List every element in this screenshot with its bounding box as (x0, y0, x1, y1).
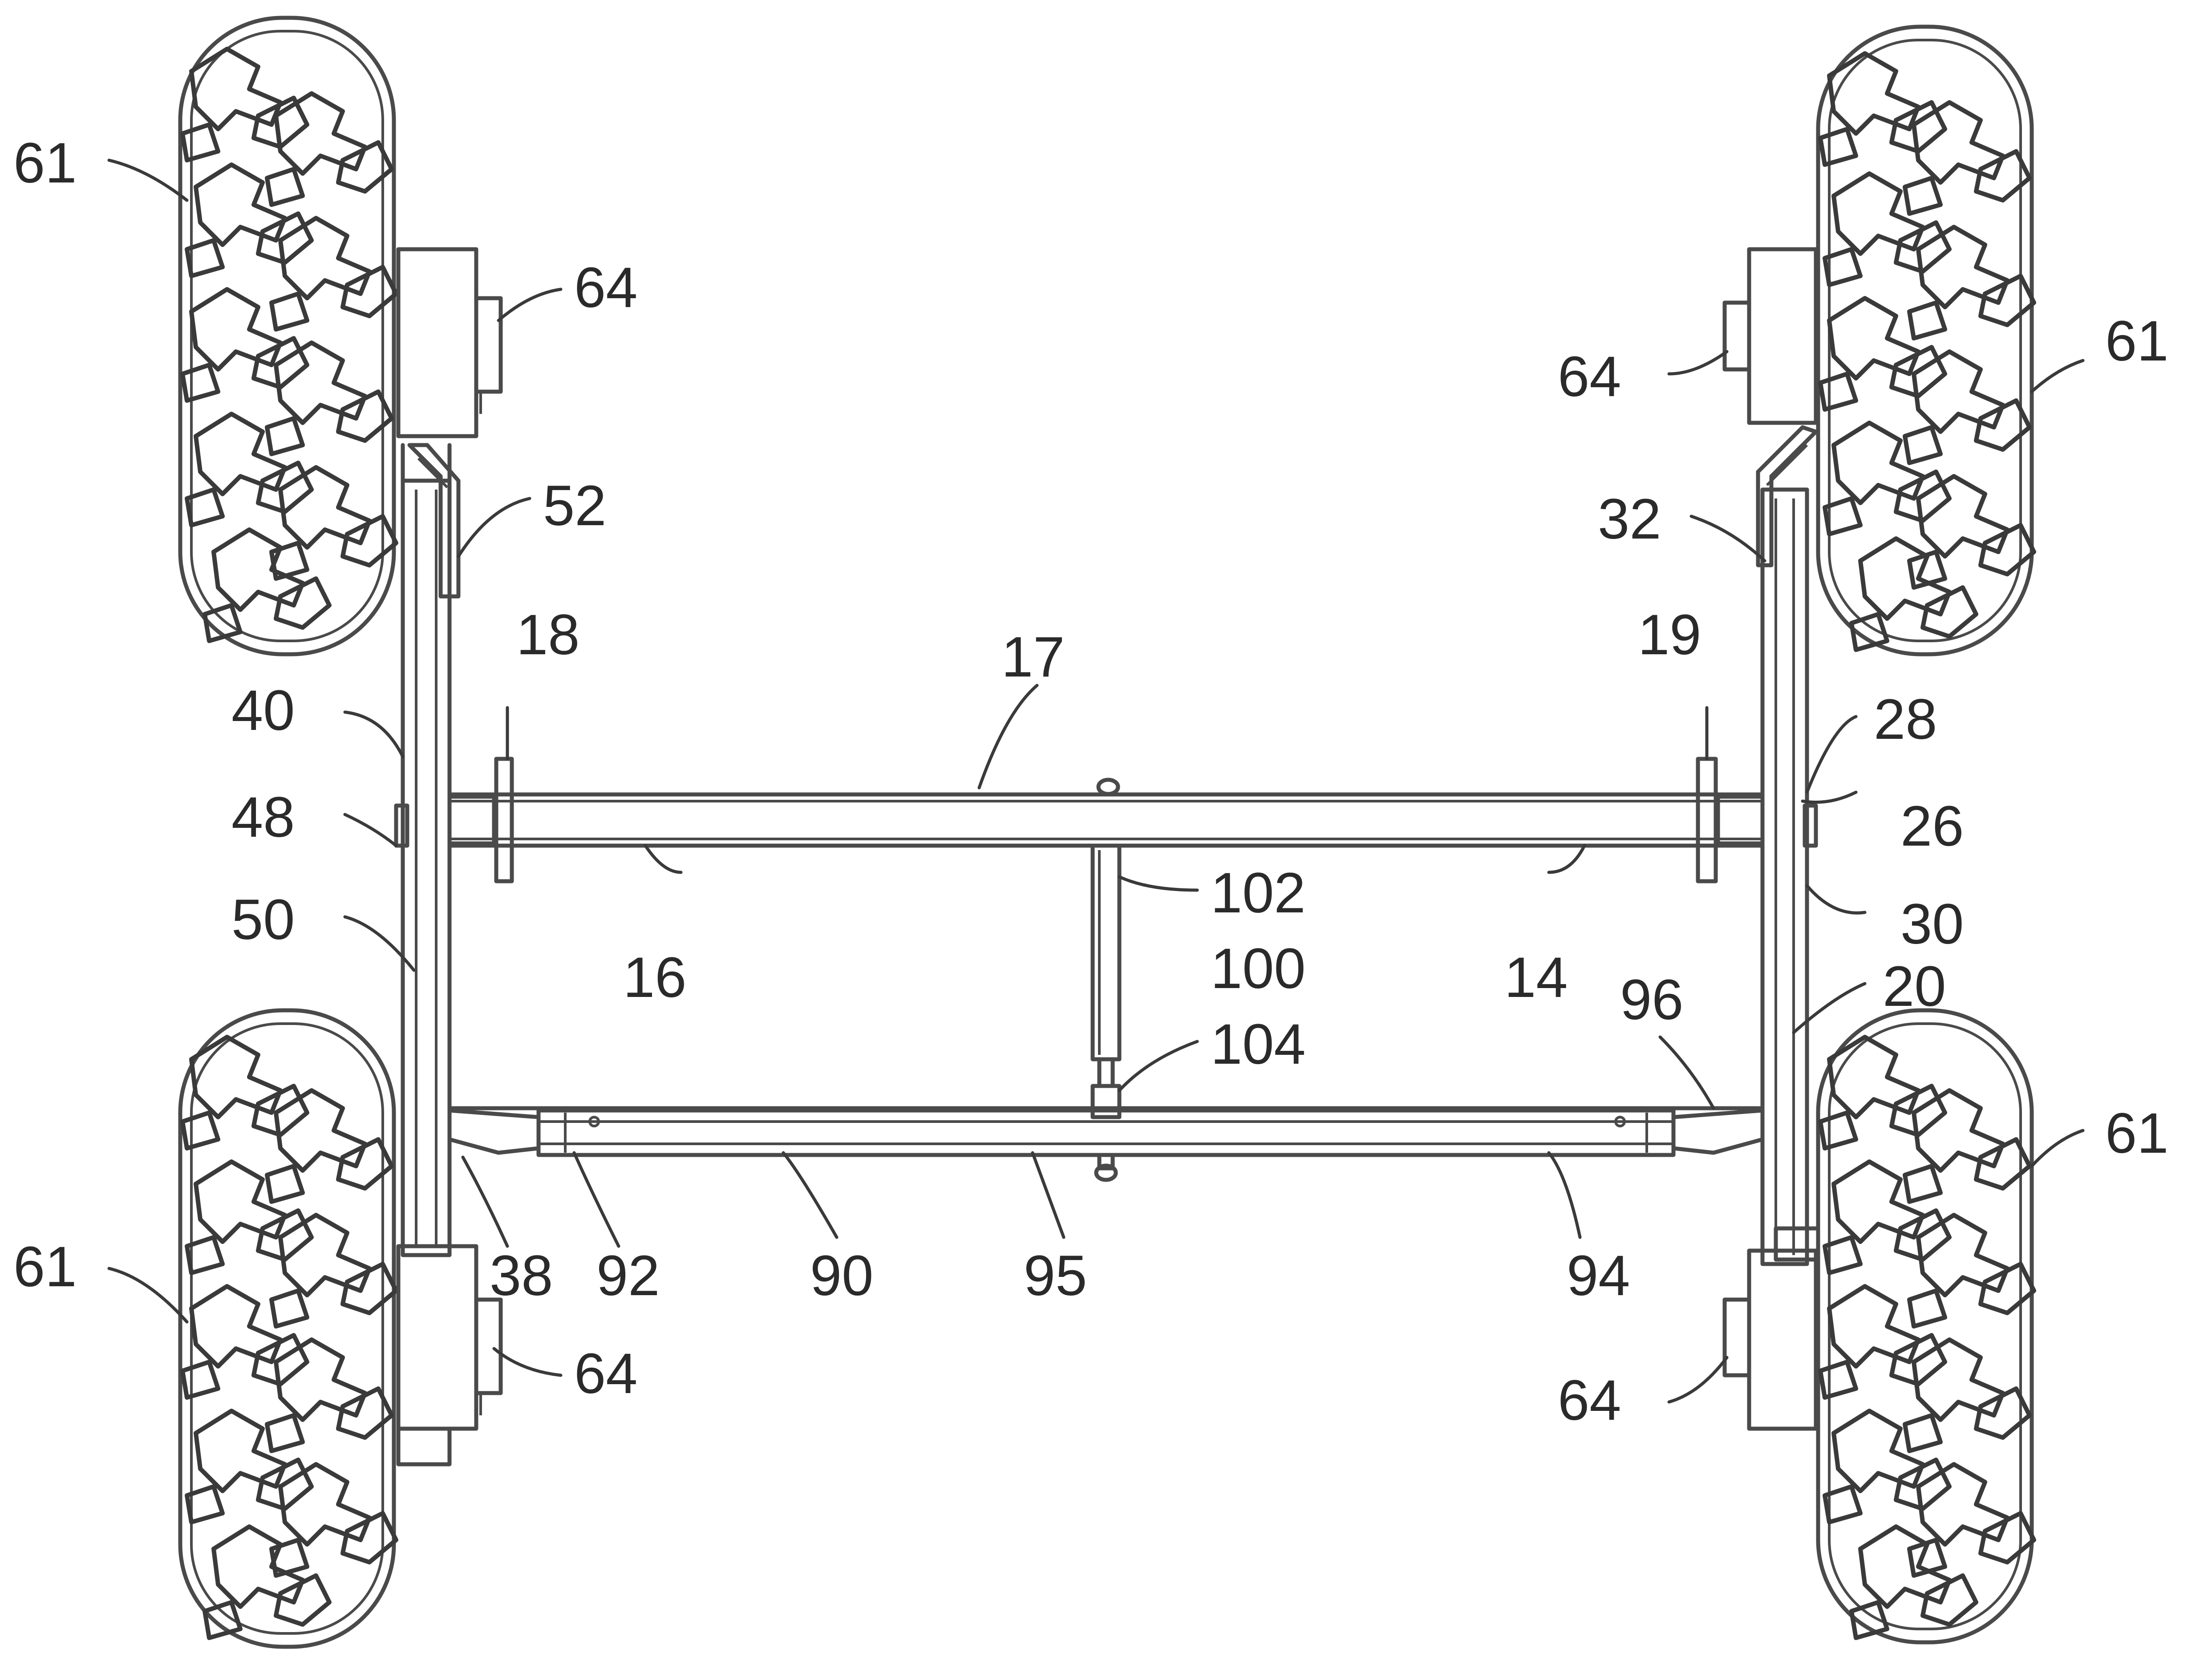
callout-tire-front-left: 61 (13, 131, 77, 195)
right-bracket (1756, 425, 1818, 567)
callout-tire-rear-right: 61 (2105, 1102, 2168, 1165)
callout-actuator-top: 102 (1211, 861, 1306, 925)
callout-right-rail-mid: 30 (1900, 892, 1964, 956)
callout-tie-bar-right: 94 (1567, 1244, 1630, 1308)
tread-pattern (1820, 1037, 2034, 1638)
callout-link-left: 38 (490, 1244, 553, 1308)
link-left (447, 1108, 541, 1155)
mount-plate-left (494, 757, 514, 883)
callout-main-axle-right: 14 (1504, 946, 1568, 1009)
hub-motor-rear-left (396, 1244, 503, 1467)
callout-left-pivot: 48 (231, 786, 295, 849)
callout-motor-rear-left: 64 (574, 1342, 637, 1406)
callout-main-axle-left: 16 (623, 946, 686, 1009)
left-bracket (407, 443, 461, 599)
callout-labels: 61 61 61 61 64 64 64 64 52 32 18 19 17 1… (13, 131, 2168, 1432)
main-axle (447, 778, 1765, 848)
callout-left-rail-lower: 50 (231, 888, 295, 952)
hub-motor-front-right (1722, 247, 1818, 425)
linear-actuator (1090, 843, 1122, 1119)
callout-bracket-right: 32 (1598, 487, 1661, 551)
callout-left-rail: 40 (231, 679, 295, 742)
callout-tie-bar-center: 95 (1024, 1244, 1087, 1308)
callout-tire-rear-left: 61 (13, 1235, 77, 1299)
mount-plate-right (1696, 757, 1718, 883)
left-side-rail (394, 443, 452, 1257)
callout-actuator-bottom: 104 (1211, 1013, 1306, 1076)
callout-tire-front-right: 61 (2105, 309, 2168, 373)
callout-motor-rear-right: 64 (1558, 1369, 1621, 1432)
callout-tie-bar: 90 (810, 1244, 873, 1308)
right-side-rail (1760, 487, 1818, 1266)
tire-front-right (1816, 24, 2034, 656)
link-right (1671, 1108, 1765, 1155)
callout-bracket-left: 52 (543, 474, 606, 538)
callout-right-pivot: 26 (1900, 794, 1964, 858)
callout-link-right: 96 (1620, 968, 1683, 1032)
callout-tie-bar-left: 92 (596, 1244, 660, 1308)
callout-right-rail: 28 (1874, 688, 1937, 751)
tread-pattern (1820, 53, 2034, 650)
tire-rear-right (1816, 1008, 2034, 1645)
hub-motor-rear-right (1722, 1226, 1820, 1431)
tread-pattern (182, 49, 396, 641)
callout-right-rail-lower: 20 (1883, 955, 1946, 1018)
callout-motor-front-left: 64 (574, 256, 637, 320)
callout-actuator: 100 (1211, 937, 1306, 1001)
leader-lines (107, 158, 2085, 1404)
hub-motor-front-left (396, 247, 503, 438)
tire-front-left (178, 16, 396, 656)
callout-mount-right: 19 (1638, 603, 1701, 667)
callout-main-axle-top: 17 (1001, 625, 1065, 689)
tire-rear-left (178, 1008, 396, 1649)
callout-motor-front-right: 64 (1558, 345, 1621, 409)
callout-mount-left: 18 (516, 603, 579, 667)
tread-pattern (182, 1037, 396, 1638)
